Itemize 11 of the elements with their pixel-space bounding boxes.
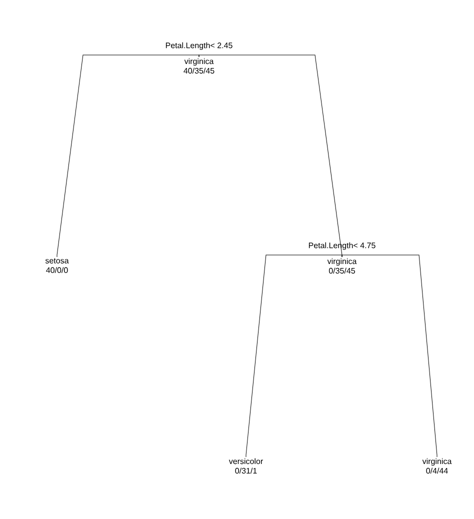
node-label: virginica 40/35/45 <box>184 58 214 74</box>
node-label: virginica 0/4/44 <box>422 458 452 474</box>
tree-branch <box>246 254 342 458</box>
node-label: setosa 40/0/0 <box>45 258 69 273</box>
split-label: Petal.Length< 4.75 <box>308 242 376 250</box>
node-label: virginica 0/35/45 <box>327 258 357 274</box>
node-label: versicolor 0/31/1 <box>228 458 263 474</box>
tree-branch <box>198 54 342 258</box>
tree-branch <box>56 54 200 258</box>
tree-branch <box>342 254 438 458</box>
split-label: Petal.Length< 2.45 <box>166 42 232 50</box>
